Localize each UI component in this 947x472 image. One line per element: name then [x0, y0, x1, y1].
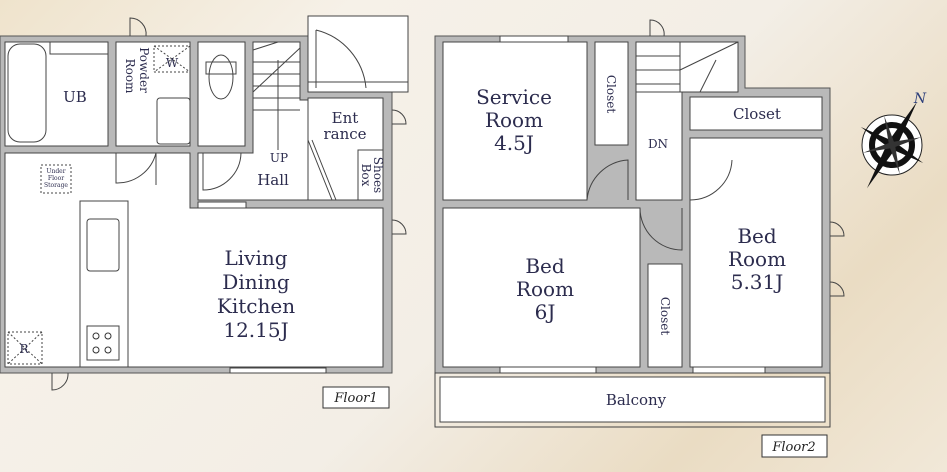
stairs-down [636, 41, 739, 93]
fridge-space [7, 331, 43, 365]
label-ldk-living: Living [224, 246, 287, 270]
label-balcony: Balcony [606, 391, 667, 409]
label-bed6-line2: Room [516, 277, 574, 301]
sink [156, 97, 191, 145]
window [499, 35, 569, 43]
room-ub [4, 41, 109, 147]
label-closet-bed6: Closet [658, 297, 672, 336]
label-closet-service: Closet [604, 75, 618, 114]
label-shoes: Shoes [371, 157, 385, 193]
room-ldk [4, 152, 384, 368]
label-bed531-line2: Room [728, 247, 786, 271]
floor2-label: Floor2 [771, 440, 815, 455]
window [499, 366, 597, 374]
kitchen-counter [79, 200, 129, 368]
label-closet-top: Closet [733, 105, 781, 123]
label-hall: Hall [257, 171, 289, 189]
burners [92, 332, 112, 354]
label-fridge: R [19, 342, 29, 356]
room-powder [115, 41, 191, 147]
shoes-box [357, 149, 384, 201]
room-bed-531 [689, 137, 823, 368]
hall-2f [635, 91, 683, 201]
label-service-size: 4.5J [494, 131, 534, 155]
label-dn: DN [648, 137, 668, 151]
closet-bed6 [647, 263, 683, 368]
toilet-icon [208, 54, 234, 100]
compass-icon: N [860, 91, 927, 189]
service-door-swing [586, 159, 629, 201]
closet-top [689, 96, 823, 131]
window [197, 201, 247, 209]
label-ldk-size: 12.15J [223, 318, 288, 342]
powder-door-swing [115, 152, 157, 185]
label-ldk-kitchen: Kitchen [217, 294, 295, 318]
under-floor-storage [40, 164, 72, 194]
room-bed-6 [442, 207, 641, 368]
floor1-plan: UB Powder Room W UP Hall Ent rance Shoes… [0, 15, 409, 409]
stove-icon [86, 325, 120, 361]
label-floor: Floor [48, 175, 64, 182]
label-bed6-size: 6J [535, 300, 556, 324]
label-washer: W [166, 56, 179, 70]
compass-north-label: N [913, 91, 927, 107]
label-powder-line2: Room [123, 59, 137, 94]
bed6-door-swing [639, 207, 683, 251]
label-service-line2: Room [485, 108, 543, 132]
label-service-line1: Service [476, 85, 552, 109]
room-service [442, 41, 588, 201]
label-bed6-line1: Bed [525, 254, 565, 278]
room-toilet [197, 41, 246, 147]
floor2-label-box [761, 434, 828, 458]
balcony [439, 376, 826, 423]
closet-service [594, 41, 629, 146]
floor1-label-box [322, 386, 390, 409]
kitchen-sink [86, 218, 120, 272]
window [692, 366, 766, 374]
label-up: UP [270, 151, 288, 165]
floor1-label: Floor1 [333, 391, 377, 406]
label-storage: Storage [44, 182, 68, 189]
floor2-plan: Service Room 4.5J Closet DN Closet Bed R… [434, 19, 845, 458]
label-ldk-dining: Dining [222, 270, 290, 294]
label-box: Box [359, 164, 373, 187]
bed531-door-swing [689, 159, 733, 201]
entrance-door-swing [315, 29, 367, 89]
label-entrance-line2: rance [323, 125, 366, 143]
label-entrance-line1: Ent [332, 109, 359, 127]
side-door-swing [51, 372, 69, 391]
label-under: Under [46, 168, 65, 175]
label-bed531-size: 5.31J [731, 270, 784, 294]
label-powder-line1: Powder [137, 47, 151, 93]
window [229, 367, 327, 374]
stairs-up [252, 41, 301, 150]
label-bed531-line1: Bed [737, 224, 777, 248]
label-ub: UB [63, 88, 87, 106]
washer-space [153, 45, 191, 73]
porch [307, 15, 409, 93]
toilet-door-swing [202, 152, 242, 191]
